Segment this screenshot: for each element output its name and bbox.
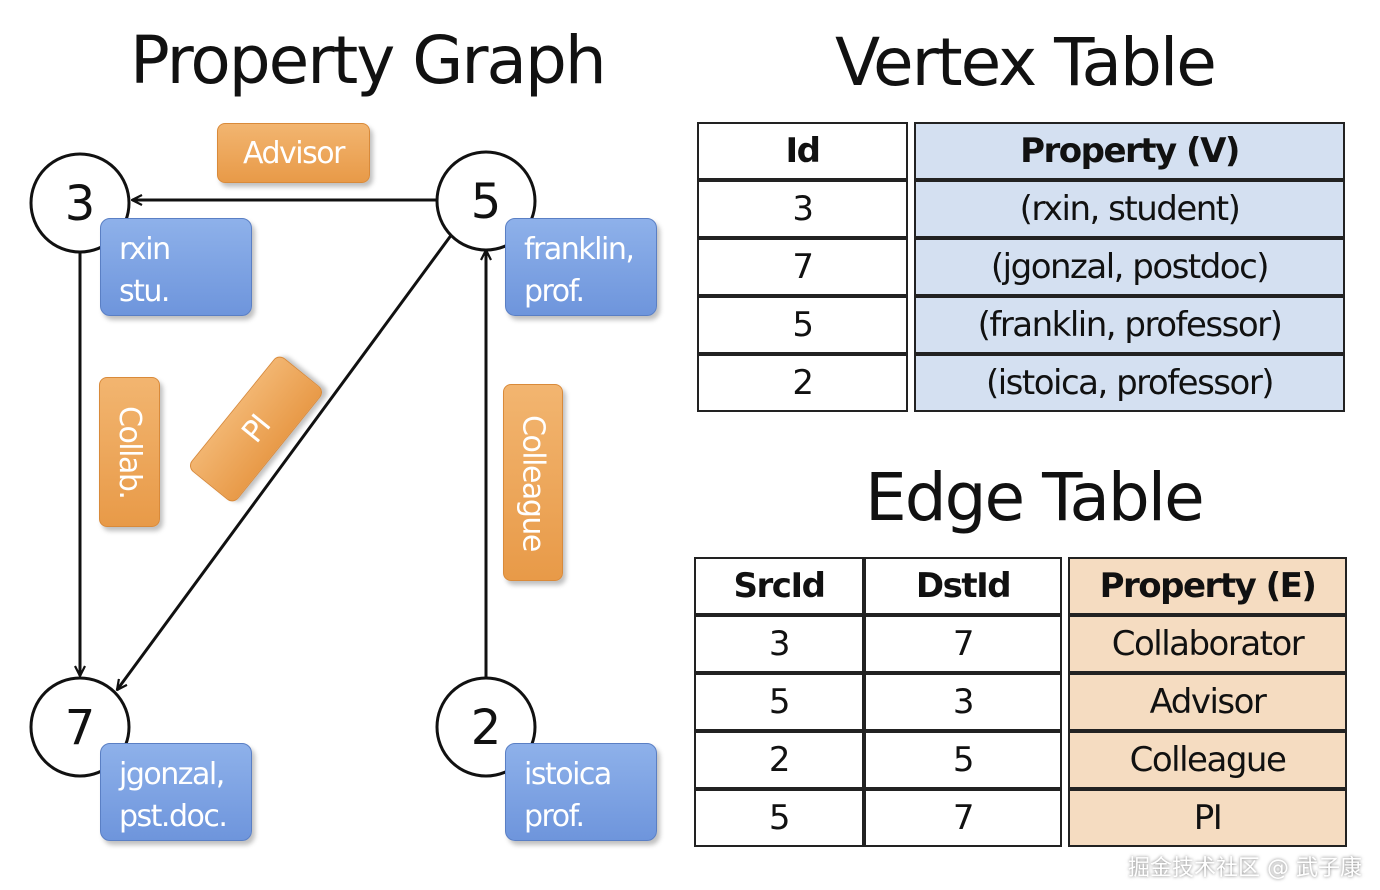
column-header: Property (V) xyxy=(914,122,1345,180)
table-cell: Colleague xyxy=(1068,731,1347,789)
table-row: 2 5 Colleague xyxy=(694,731,1347,789)
table-cell: 2 xyxy=(694,731,864,789)
column-header: SrcId xyxy=(694,557,864,615)
watermark: 掘金技术社区 @ 武子康 xyxy=(1128,856,1362,881)
table-cell: (franklin, professor) xyxy=(914,296,1345,354)
graph-title: Property Graph xyxy=(130,22,607,99)
table-cell: 5 xyxy=(694,789,864,847)
vertex-table-title: Vertex Table xyxy=(835,24,1217,101)
edge-label-advisor: Advisor xyxy=(217,123,370,183)
vertex-id: 5 xyxy=(471,174,502,230)
vertex-label-line: istoica xyxy=(524,757,612,792)
table-cell: 5 xyxy=(864,731,1062,789)
table-header-row: Id Property (V) xyxy=(697,122,1345,180)
table-row: 5 (franklin, professor) xyxy=(697,296,1345,354)
table-cell: Collaborator xyxy=(1068,615,1347,673)
table-cell: 7 xyxy=(697,238,908,296)
table-header-row: SrcId DstId Property (E) xyxy=(694,557,1347,615)
table-row: 3 7 Collaborator xyxy=(694,615,1347,673)
edge-label-pi-text: PI xyxy=(234,408,278,450)
table-row: 7 (jgonzal, postdoc) xyxy=(697,238,1345,296)
edge-label-colleague: Colleague xyxy=(503,384,563,581)
vertex-id: 7 xyxy=(65,700,96,756)
table-row: 5 7 PI xyxy=(694,789,1347,847)
table-cell: 7 xyxy=(864,789,1062,847)
table-cell: 2 xyxy=(697,354,908,412)
vertex-label-3: rxin stu. xyxy=(100,218,252,316)
table-row: 2 (istoica, professor) xyxy=(697,354,1345,412)
table-cell: PI xyxy=(1068,789,1347,847)
table-cell: (jgonzal, postdoc) xyxy=(914,238,1345,296)
vertex-table: Id Property (V) 3 (rxin, student) 7 (jgo… xyxy=(697,122,1345,412)
table-cell: 3 xyxy=(864,673,1062,731)
edge-label-collab: Collab. xyxy=(99,377,160,527)
vertex-label-line: prof. xyxy=(524,799,585,834)
table-cell: 3 xyxy=(694,615,864,673)
table-cell: (rxin, student) xyxy=(914,180,1345,238)
table-row: 3 (rxin, student) xyxy=(697,180,1345,238)
edge-table-title: Edge Table xyxy=(865,459,1205,536)
table-cell: 7 xyxy=(864,615,1062,673)
vertex-id: 2 xyxy=(471,700,502,756)
edge-pi xyxy=(117,233,454,690)
vertex-label-5: franklin, prof. xyxy=(505,218,657,316)
table-cell: (istoica, professor) xyxy=(914,354,1345,412)
vertex-label-line: rxin xyxy=(119,232,171,267)
vertex-label-line: stu. xyxy=(119,274,170,309)
vertex-id: 3 xyxy=(65,176,96,232)
vertex-label-line: franklin, xyxy=(524,232,635,267)
table-row: 5 3 Advisor xyxy=(694,673,1347,731)
column-header: Id xyxy=(697,122,908,180)
table-cell: 3 xyxy=(697,180,908,238)
vertex-label-2: istoica prof. xyxy=(505,743,657,841)
column-header: Property (E) xyxy=(1068,557,1347,615)
vertex-label-line: pst.doc. xyxy=(119,799,228,834)
vertex-label-line: prof. xyxy=(524,274,585,309)
column-header: DstId xyxy=(864,557,1062,615)
table-cell: Advisor xyxy=(1068,673,1347,731)
edge-table: SrcId DstId Property (E) 3 7 Collaborato… xyxy=(694,557,1347,847)
vertex-label-line: jgonzal, xyxy=(119,757,225,792)
vertex-label-7: jgonzal, pst.doc. xyxy=(100,743,252,841)
table-cell: 5 xyxy=(694,673,864,731)
table-cell: 5 xyxy=(697,296,908,354)
